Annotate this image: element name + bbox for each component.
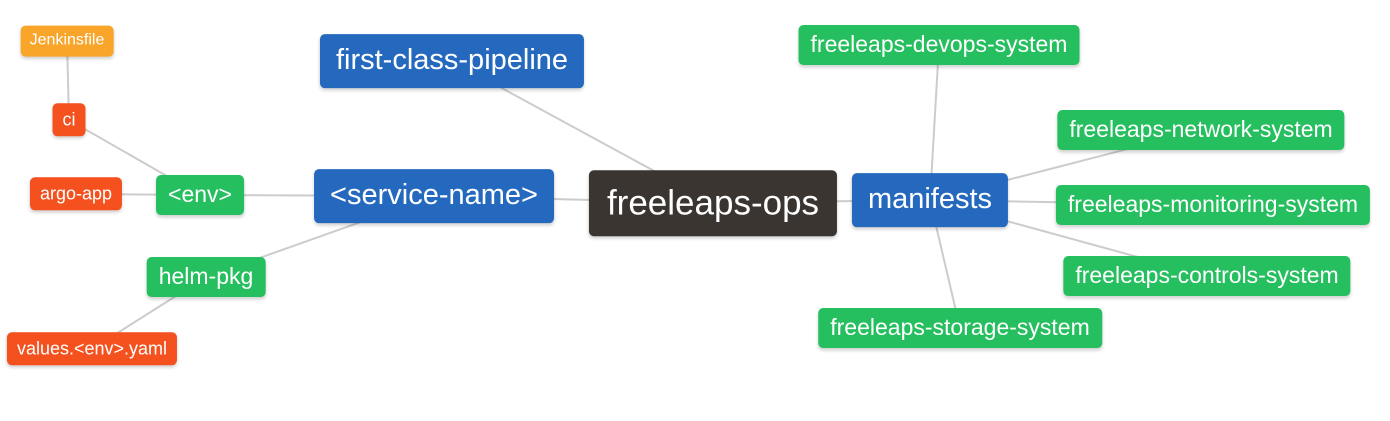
node-freeleaps-controls-system[interactable]: freeleaps-controls-system bbox=[1063, 256, 1351, 296]
node-helm-pkg[interactable]: helm-pkg bbox=[146, 257, 266, 297]
node-first-class-pipeline[interactable]: first-class-pipeline bbox=[319, 34, 585, 88]
node-argo-app[interactable]: argo-app bbox=[29, 177, 123, 211]
node-freeleaps-devops-system[interactable]: freeleaps-devops-system bbox=[798, 25, 1080, 65]
node-service-name[interactable]: <service-name> bbox=[314, 169, 554, 223]
node-freeleaps-ops-root[interactable]: freeleaps-ops bbox=[588, 170, 838, 236]
node-jenkinsfile[interactable]: Jenkinsfile bbox=[20, 25, 114, 57]
node-freeleaps-storage-system[interactable]: freeleaps-storage-system bbox=[818, 308, 1102, 348]
node-env[interactable]: <env> bbox=[156, 175, 244, 215]
node-manifests[interactable]: manifests bbox=[851, 173, 1009, 227]
node-freeleaps-network-system[interactable]: freeleaps-network-system bbox=[1057, 110, 1345, 150]
node-freeleaps-monitoring-system[interactable]: freeleaps-monitoring-system bbox=[1055, 185, 1371, 225]
node-values-env-yaml[interactable]: values.<env>.yaml bbox=[6, 332, 178, 366]
node-ci[interactable]: ci bbox=[52, 103, 86, 137]
